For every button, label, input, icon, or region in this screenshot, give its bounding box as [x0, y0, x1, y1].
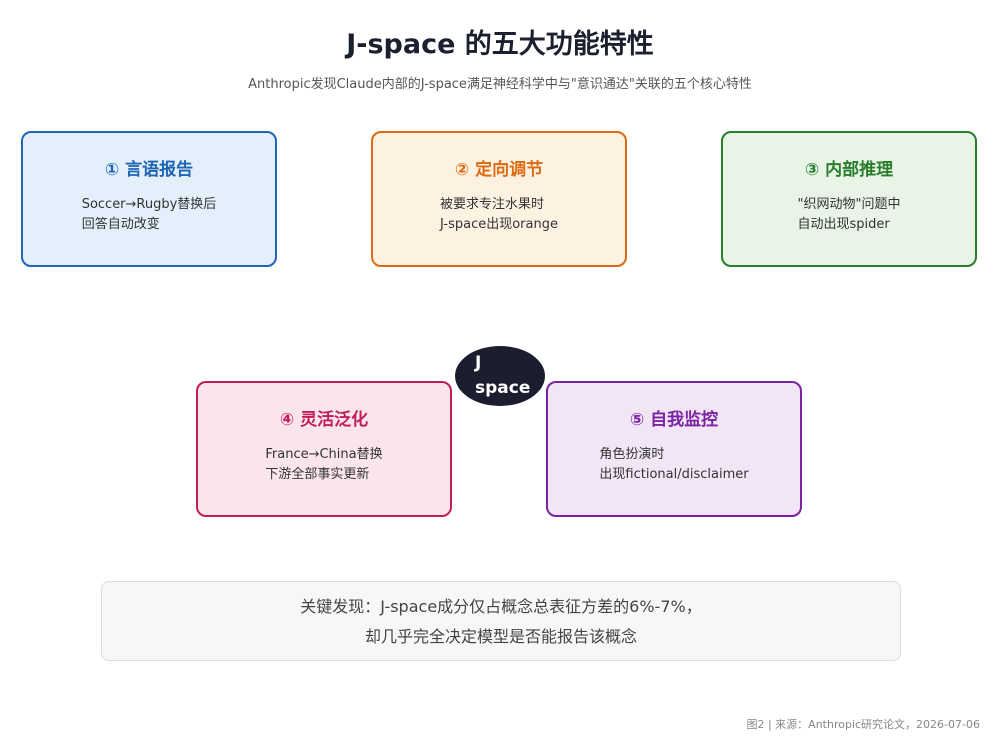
card-line: 被要求专注水果时 [440, 197, 545, 212]
card-line: J-space出现orange [440, 217, 558, 232]
j-space-center-node: J space [455, 346, 545, 406]
feature-card-directed-modulation: ② 定向调节 被要求专注水果时 J-space出现orange [371, 131, 627, 267]
figure-caption: 图2 | 来源：Anthropic研究论文，2026-07-06 [746, 718, 980, 731]
page-title: J-space 的五大功能特性 [346, 29, 654, 60]
card-title: ③ 内部推理 [804, 160, 894, 180]
card-title: ⑤ 自我监控 [629, 410, 719, 430]
card-line: Soccer→Rugby替换后 [81, 197, 217, 212]
card-title: ④ 灵活泛化 [279, 410, 369, 430]
key-finding-box: 关键发现：J-space成分仅占概念总表征方差的6%-7%， 却几乎完全决定模型… [101, 581, 901, 661]
card-line: "织网动物"问题中 [797, 197, 901, 212]
feature-card-flexible-generalization: ④ 灵活泛化 France→China替换 下游全部事实更新 [196, 381, 452, 517]
card-line: 角色扮演时 [599, 447, 665, 462]
card-title: ② 定向调节 [454, 160, 544, 180]
card-line: 回答自动改变 [81, 217, 160, 232]
page-subtitle: Anthropic发现Claude内部的J-space满足神经科学中与"意识通达… [248, 77, 752, 92]
center-node-label: J space [475, 353, 531, 398]
card-line: France→China替换 [265, 447, 383, 462]
feature-card-verbal-report: ① 言语报告 Soccer→Rugby替换后 回答自动改变 [21, 131, 277, 267]
key-finding-line: 却几乎完全决定模型是否能报告该概念 [364, 627, 637, 646]
card-line: 出现fictional/disclaimer [599, 467, 749, 482]
key-finding-line: 关键发现：J-space成分仅占概念总表征方差的6%-7%， [300, 597, 702, 616]
card-line: 下游全部事实更新 [265, 467, 370, 482]
feature-card-internal-reasoning: ③ 内部推理 "织网动物"问题中 自动出现spider [721, 131, 977, 267]
card-line: 自动出现spider [797, 217, 890, 232]
card-title: ① 言语报告 [104, 160, 194, 180]
feature-card-self-monitoring: ⑤ 自我监控 角色扮演时 出现fictional/disclaimer [546, 381, 802, 517]
